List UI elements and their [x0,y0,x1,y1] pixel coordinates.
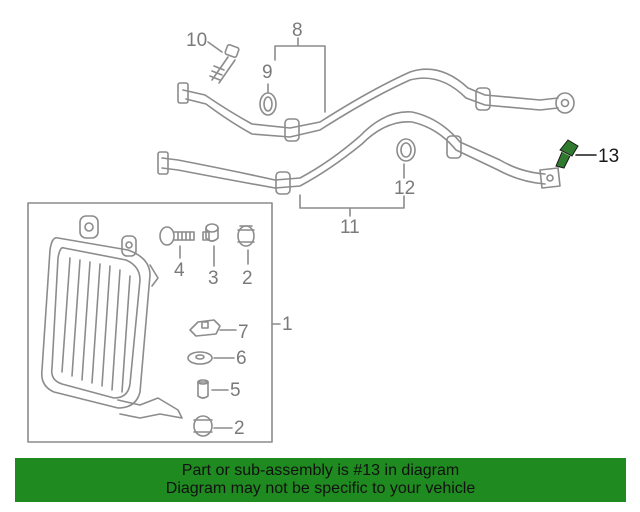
o-ring-9-inner [263,96,273,112]
callout-4: 4 [174,260,185,281]
banner-line-disclaimer: Diagram may not be specific to your vehi… [165,480,476,497]
washer-6[interactable] [187,351,213,365]
callout-10: 10 [186,30,207,51]
part-info-banner: Part or sub-assembly is #13 in diagram D… [15,458,626,502]
callout-12: 12 [394,178,415,199]
oil-cooler[interactable] [40,215,183,419]
stud-3[interactable] [202,223,219,242]
callout-10-leader [207,41,223,53]
callout-5: 5 [230,380,241,401]
callout-1: 1 [282,314,293,335]
callout-3: 3 [208,268,219,289]
bolt-10[interactable] [209,44,240,84]
callout-11-bracket [299,194,405,217]
callout-13: 13 [598,146,619,167]
callout-11: 11 [340,217,360,238]
callout-2b: 2 [234,418,245,439]
upper-cooler-line[interactable] [177,68,575,142]
grommet-2-lower[interactable] [193,415,213,437]
o-ring-9[interactable] [259,92,277,116]
banner-line-part: Part or sub-assembly is #13 in diagram [181,462,460,479]
callout-2a: 2 [242,268,253,289]
oil-cooler-subassembly-frame [27,202,273,443]
pin-5[interactable] [197,379,209,399]
lower-cooler-line[interactable] [157,111,561,195]
callout-7: 7 [238,322,249,343]
callout-8: 8 [292,20,303,41]
grommet-2-upper[interactable] [237,225,255,247]
bolt-13-highlighted[interactable] [555,139,579,169]
clip-7[interactable] [189,319,221,337]
callout-8-bracket [274,37,326,113]
callout-9: 9 [262,62,273,83]
callout-6: 6 [236,348,247,369]
o-ring-12[interactable] [396,138,416,162]
o-ring-12-inner [400,142,412,158]
bolt-4[interactable] [159,226,195,246]
